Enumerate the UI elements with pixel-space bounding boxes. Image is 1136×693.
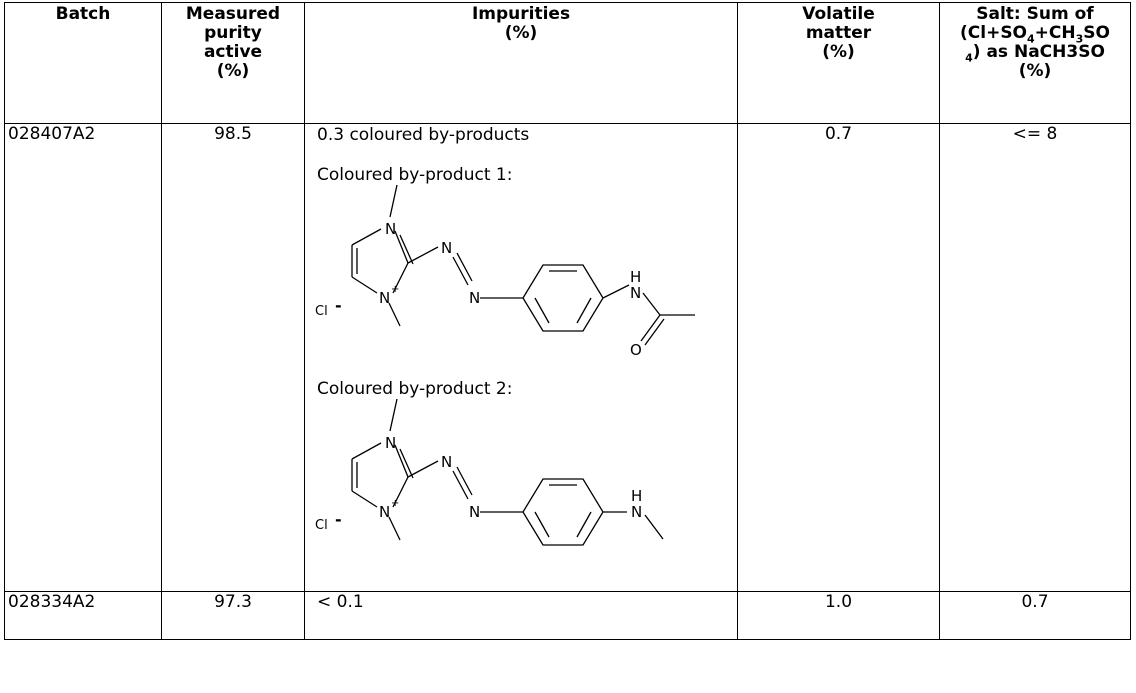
byproduct-2-label: Coloured by-product 2: — [317, 379, 513, 399]
table-row: 028407A2 98.5 0.3 coloured by-products C… — [4, 123, 1131, 592]
atom-n1: N — [385, 434, 396, 452]
atom-amide-n: N — [630, 284, 641, 302]
cell-impurities: < 0.1 — [304, 591, 738, 640]
charge-plus: + — [391, 284, 399, 295]
atom-o: O — [630, 341, 642, 355]
cell-purity: 97.3 — [161, 591, 305, 640]
atom-azo-n2: N — [469, 503, 480, 521]
atom-n1: N — [385, 220, 396, 238]
charge-minus: - — [335, 296, 342, 315]
batch-analysis-table: Batch Measured purity active (%) Impurit… — [4, 2, 1131, 640]
atom-amine-n: N — [631, 503, 642, 521]
cell-salt: 0.7 — [939, 591, 1131, 640]
counterion: Cl — [315, 518, 328, 533]
table-row: 028334A2 97.3 < 0.1 1.0 0.7 — [4, 591, 1131, 640]
cell-volatile: 0.7 — [737, 123, 940, 592]
cell-salt: <= 8 — [939, 123, 1131, 592]
impurity-summary: 0.3 coloured by-products — [317, 125, 530, 145]
cell-impurities: 0.3 coloured by-products Coloured by-pro… — [304, 123, 738, 592]
header-impurities: Impurities (%) — [304, 2, 738, 124]
charge-plus: + — [391, 498, 399, 509]
atom-azo-n1: N — [441, 239, 452, 257]
header-batch: Batch — [4, 2, 162, 124]
cell-volatile: 1.0 — [737, 591, 940, 640]
atom-azo-n1: N — [441, 453, 452, 471]
counterion: Cl — [315, 304, 328, 319]
charge-minus: - — [335, 510, 342, 529]
atom-azo-n2: N — [469, 289, 480, 307]
atom-h: H — [630, 268, 641, 286]
header-row: Batch Measured purity active (%) Impurit… — [4, 2, 1131, 124]
atom-n3: N — [379, 503, 390, 521]
byproduct-1-structure: N N + N N H N O Cl - — [315, 185, 695, 355]
cell-purity: 98.5 — [161, 123, 305, 592]
header-volatile: Volatile matter (%) — [737, 2, 940, 124]
header-purity: Measured purity active (%) — [161, 2, 305, 124]
atom-n3: N — [379, 289, 390, 307]
byproduct-1-label: Coloured by-product 1: — [317, 165, 513, 185]
cell-batch: 028407A2 — [4, 123, 162, 592]
header-salt: Salt: Sum of (Cl+SO4+CH3SO 4) as NaCH3SO… — [939, 2, 1131, 124]
atom-h: H — [631, 487, 642, 505]
byproduct-2-structure: N N + N N H N Cl - — [315, 399, 664, 546]
cell-batch: 028334A2 — [4, 591, 162, 640]
